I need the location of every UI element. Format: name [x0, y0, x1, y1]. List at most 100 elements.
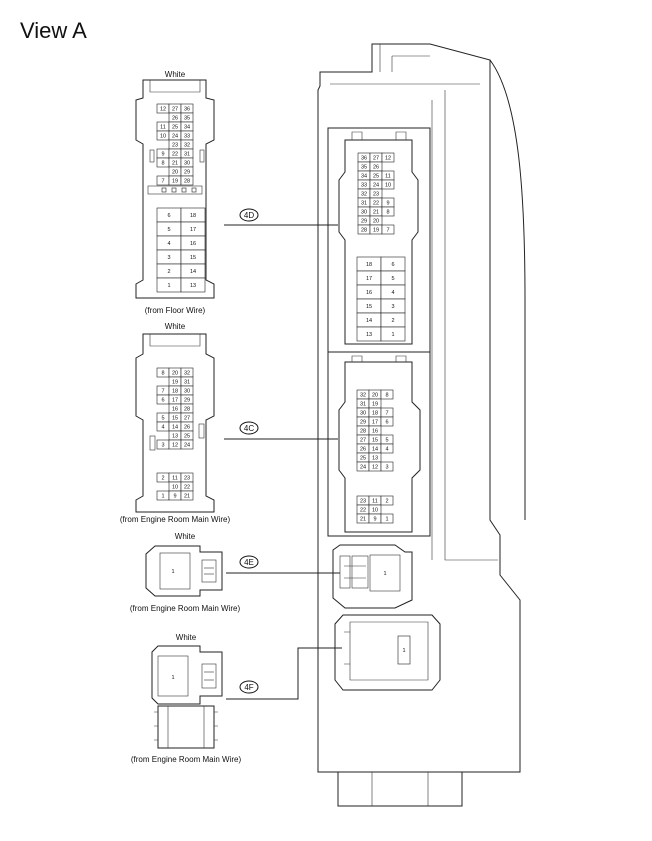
socket-4C-pin-pin-label: 10 [372, 508, 378, 514]
tag-4C-label: 4C [244, 424, 254, 433]
socket-4E-pin-label: 1 [383, 571, 386, 577]
connector-4C-pin-pin-label: 28 [184, 407, 190, 413]
connector-4D-pin-pin-label: 31 [184, 152, 190, 158]
connector-4C-pin-pin-label: 13 [172, 434, 178, 440]
connector-4D-pin-pin-label: 33 [184, 134, 190, 140]
tag-4E: 4E [226, 555, 340, 574]
socket-4D-pin-pin-label: 20 [373, 219, 379, 225]
connector-4C-pin-pin-label: 21 [184, 494, 190, 500]
connector-4D-pin-pin-label: 19 [172, 179, 178, 185]
connector-4D-pin-pin-label: 15 [190, 255, 196, 261]
socket-4C-pin-pin-label: 9 [373, 517, 376, 523]
socket-4C-pin-cell [380, 461, 394, 472]
junction-block [317, 43, 526, 807]
connector-4D-pin-pin-label: 28 [184, 179, 190, 185]
socket-4C-pin-pin-label: 27 [360, 438, 366, 444]
socket-4C-pin-cell [380, 443, 394, 454]
connector-4D-pin-pin-label: 34 [184, 125, 190, 131]
tag-4D-label: 4D [244, 211, 254, 220]
connector-4C-pin-pin-label: 2 [161, 476, 164, 482]
socket-4D-pin-pin-label: 29 [361, 219, 367, 225]
connector-4C-pin-pin-label: 4 [161, 425, 164, 431]
tag-4F: 4F [226, 647, 342, 700]
socket-4C-pin-pin-label: 22 [360, 508, 366, 514]
connector-4C-pin-pin-label: 17 [172, 398, 178, 404]
connector-4C-pin-pin-label: 7 [161, 389, 164, 395]
socket-4C-pin-pin-label: 17 [372, 420, 378, 426]
socket-4C-pin-pin-label: 15 [372, 438, 378, 444]
socket-4D-pin-pin-label: 14 [366, 318, 372, 324]
socket-4D-pin-pin-label: 22 [373, 201, 379, 207]
socket-4C-pin-pin-label: 16 [372, 429, 378, 435]
connector-4C-pin-pin-label: 1 [161, 494, 164, 500]
socket-4C-pin-pin-label: 2 [385, 499, 388, 505]
socket-4D-pin-cell [381, 179, 395, 190]
socket-4D-pin-pin-label: 34 [361, 174, 367, 180]
connector-4C-pin-pin-label: 10 [172, 485, 178, 491]
socket-4D-pin-pin-label: 16 [366, 290, 372, 296]
socket-4D-pin-pin-label: 36 [361, 156, 367, 162]
connector-4D-pin-pin-label: 32 [184, 143, 190, 149]
socket-4D-pin-pin-label: 19 [373, 228, 379, 234]
socket-4C-pin-cell [380, 513, 394, 524]
socket-4D-pin-cell [381, 206, 395, 217]
connector-4D-pin-pin-label: 21 [172, 161, 178, 167]
connector-4C-source: (from Engine Room Main Wire) [120, 515, 231, 524]
connector-4C-pin-pin-label: 3 [161, 443, 164, 449]
socket-4D-pin-pin-label: 9 [386, 201, 389, 207]
connector-4D-pin-pin-label: 22 [172, 152, 178, 158]
tag-4C: 4C [224, 421, 338, 440]
socket-4D-pin-pin-label: 12 [385, 156, 391, 162]
connector-4D-pin-pin-label: 24 [172, 134, 178, 140]
socket-4D-pin-pin-label: 7 [386, 228, 389, 234]
socket-4C-pin-pin-label: 18 [372, 411, 378, 417]
connector-4D-pin-pin-label: 1 [167, 283, 170, 289]
connector-4D-pin-pin-label: 29 [184, 170, 190, 176]
socket-4D-pin-pin-label: 30 [361, 210, 367, 216]
connector-4C-pin-pin-label: 29 [184, 398, 190, 404]
connector-4D-pin-pin-label: 25 [172, 125, 178, 131]
socket-4C-pin-pin-label: 24 [360, 465, 366, 471]
socket-4D-pin-pin-label: 8 [386, 210, 389, 216]
socket-4D-pin-pin-label: 1 [391, 332, 394, 338]
socket-4C-pin-pin-label: 8 [385, 393, 388, 399]
connector-4D-pin-pin-label: 36 [184, 107, 190, 113]
socket-4C-pin-pin-label: 30 [360, 411, 366, 417]
connector-4E-color: White [175, 532, 196, 541]
socket-4F-pin-label: 1 [402, 648, 405, 654]
socket-4C-pin-pin-label: 5 [385, 438, 388, 444]
socket-4C-pin-cell [380, 416, 394, 427]
socket-4D-pin-cell [380, 326, 406, 342]
connector-4C-pin-pin-label: 11 [172, 476, 178, 482]
socket-4C-pin-pin-label: 32 [360, 393, 366, 399]
connector-4C-pin-pin-label: 5 [161, 416, 164, 422]
connector-4D-pin-pin-label: 20 [172, 170, 178, 176]
socket-4F: 1 [334, 614, 441, 691]
socket-4D-pin-pin-label: 21 [373, 210, 379, 216]
connector-4E-source: (from Engine Room Main Wire) [130, 604, 241, 613]
connector-4F: White 1 (from Engine Room Main Wire) [131, 633, 242, 764]
socket-4C-pin-pin-label: 3 [385, 465, 388, 471]
connector-4C-pin-pin-label: 14 [172, 425, 178, 431]
connector-4C-pin-cell [180, 490, 194, 501]
connector-4D-pin-pin-label: 14 [190, 269, 196, 275]
connector-4C-pin-pin-label: 20 [172, 371, 178, 377]
socket-4D-pin-pin-label: 25 [373, 174, 379, 180]
socket-4D-pin-pin-label: 18 [366, 262, 372, 268]
connector-4D-pin-pin-label: 13 [190, 283, 196, 289]
socket-4C-pin-pin-label: 13 [372, 456, 378, 462]
connector-4C-pin-pin-label: 6 [161, 398, 164, 404]
socket-4D-pin-pin-label: 10 [385, 183, 391, 189]
socket-4C-pin-pin-label: 21 [360, 517, 366, 523]
socket-4D-pin-pin-label: 3 [391, 304, 394, 310]
socket-4C-pin-pin-label: 31 [360, 402, 366, 408]
socket-4C-pin-pin-label: 11 [372, 499, 378, 505]
connector-4C-pin-pin-label: 15 [172, 416, 178, 422]
socket-4D-pin-cell [381, 224, 395, 235]
